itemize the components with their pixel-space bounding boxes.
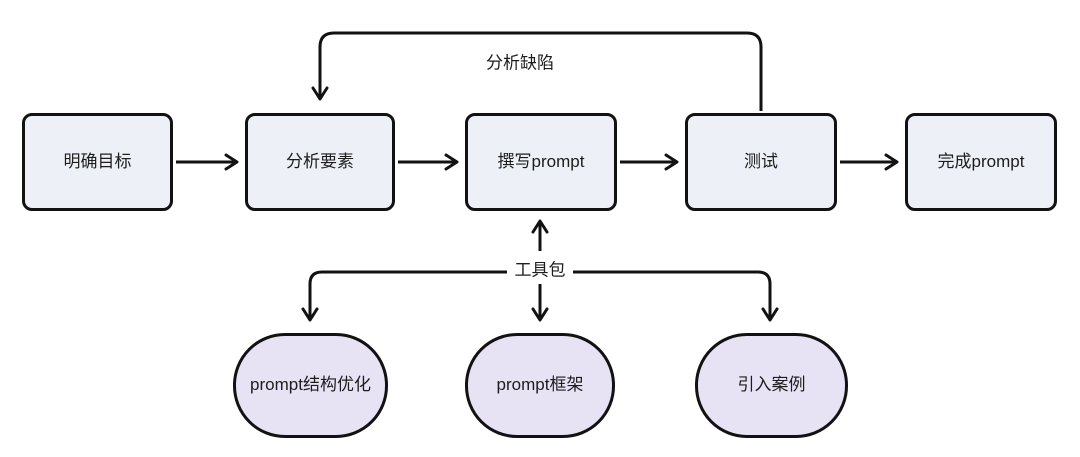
flow-node-clarify-goal-label: 明确目标 (63, 151, 132, 171)
flow-node-analyze-elements-label: 分析要素 (286, 151, 354, 171)
tool-node-case-examples-label: 引入案例 (737, 375, 806, 395)
flow-node-write-prompt: 撰写prompt (465, 113, 617, 211)
flow-node-test-label: 测试 (744, 151, 778, 171)
tool-node-prompt-framework: prompt框架 (465, 333, 615, 438)
feedback-loop-label: 分析缺陷 (486, 53, 554, 73)
arrow-toolkit-to-structure (301, 270, 507, 322)
arrow-toolkit-to-case (573, 270, 779, 322)
tool-node-prompt-framework-label: prompt框架 (496, 375, 584, 395)
arrow-feedback-loop (311, 31, 763, 111)
flow-node-clarify-goal: 明确目标 (22, 113, 173, 211)
tool-node-structure-optimization: prompt结构优化 (233, 333, 388, 438)
flow-node-complete-prompt-label: 完成prompt (937, 151, 1025, 171)
flow-node-write-prompt-label: 撰写prompt (497, 151, 585, 171)
tool-node-case-examples: 引入案例 (695, 333, 848, 438)
flow-node-analyze-elements: 分析要素 (245, 113, 395, 211)
flow-node-complete-prompt: 完成prompt (905, 113, 1057, 211)
toolkit-label: 工具包 (514, 260, 566, 280)
flow-node-test: 测试 (685, 113, 837, 211)
tool-node-structure-optimization-label: prompt结构优化 (250, 375, 371, 395)
